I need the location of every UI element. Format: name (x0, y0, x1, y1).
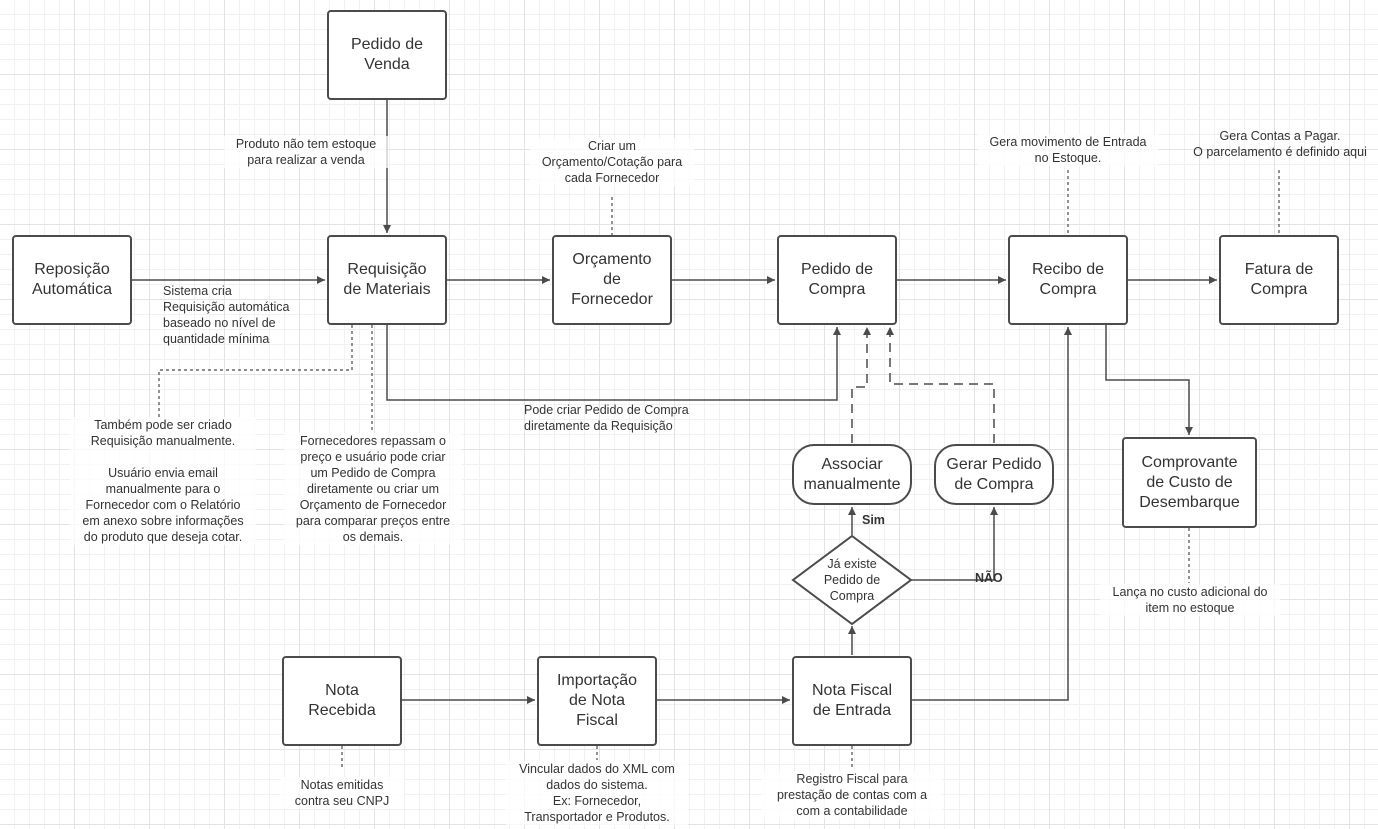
note-gera-movimento: Gera movimento de Entrada no Estoque. (978, 134, 1158, 166)
note-lanca: Lança no custo adicional do item no esto… (1100, 584, 1280, 616)
note-sem-estoque: Produto não tem estoque para realizar a … (224, 136, 388, 168)
decision-label: Já existe Pedido de Compra (823, 557, 881, 603)
edge-decisao-gerar (911, 507, 998, 581)
orcamento-fornecedor-box[interactable]: Orçamento de Fornecedor (552, 235, 672, 325)
reposicao-automatica-box[interactable]: Reposição Automática (12, 235, 132, 325)
pedido-compra-box[interactable]: Pedido de Compra (777, 235, 897, 325)
requisicao-materiais-box[interactable]: Requisição de Materiais (327, 235, 447, 325)
note-gera-contas: Gera Contas a Pagar. O parcelamento é de… (1193, 129, 1367, 159)
label-sim: Sim (862, 513, 885, 527)
edge-associar-pedido (851, 327, 871, 443)
edge-gerar-pedido (886, 327, 995, 443)
note-fornecedores: Fornecedores repassam o preço e usuário … (284, 433, 462, 545)
label-nao: NÃO (975, 571, 1003, 585)
recibo-compra-box[interactable]: Recibo de Compra (1008, 235, 1128, 325)
importacao-nota-box[interactable]: Importação de Nota Fiscal (537, 656, 657, 746)
note-vincular: Vincular dados do XML com dados do siste… (506, 761, 688, 825)
note-tambem-pode: Também pode ser criado Requisição manual… (70, 417, 256, 545)
edge-notafiscal-recibo (912, 327, 1072, 701)
fatura-compra-box[interactable]: Fatura de Compra (1219, 235, 1339, 325)
associar-manualmente-box[interactable]: Associar manualmente (792, 444, 912, 505)
note-sistema-cria: Sistema cria Requisição automática basea… (163, 284, 290, 346)
note-notas-emitidas: Notas emitidas contra seu CNPJ (280, 777, 404, 809)
note-criar-orcamento: Criar um Orçamento/Cotação para cada For… (530, 138, 694, 186)
note-pode-criar: Pode criar Pedido de Compra diretamente … (524, 403, 689, 433)
pedido-venda-box[interactable]: Pedido de Venda (327, 10, 447, 100)
edge-recibo-comprovante (1105, 325, 1193, 435)
gerar-pedido-compra-box[interactable]: Gerar Pedido de Compra (934, 444, 1054, 505)
comprovante-custo-box[interactable]: Comprovante de Custo de Desembarque (1122, 437, 1257, 528)
decision-diamond[interactable] (791, 534, 913, 626)
edge-requisicao-pedido-direto (386, 325, 841, 401)
nota-recebida-box[interactable]: Nota Recebida (282, 656, 402, 746)
nota-fiscal-entrada-box[interactable]: Nota Fiscal de Entrada (792, 656, 912, 746)
note-registro-fiscal: Registro Fiscal para prestação de contas… (762, 771, 942, 819)
